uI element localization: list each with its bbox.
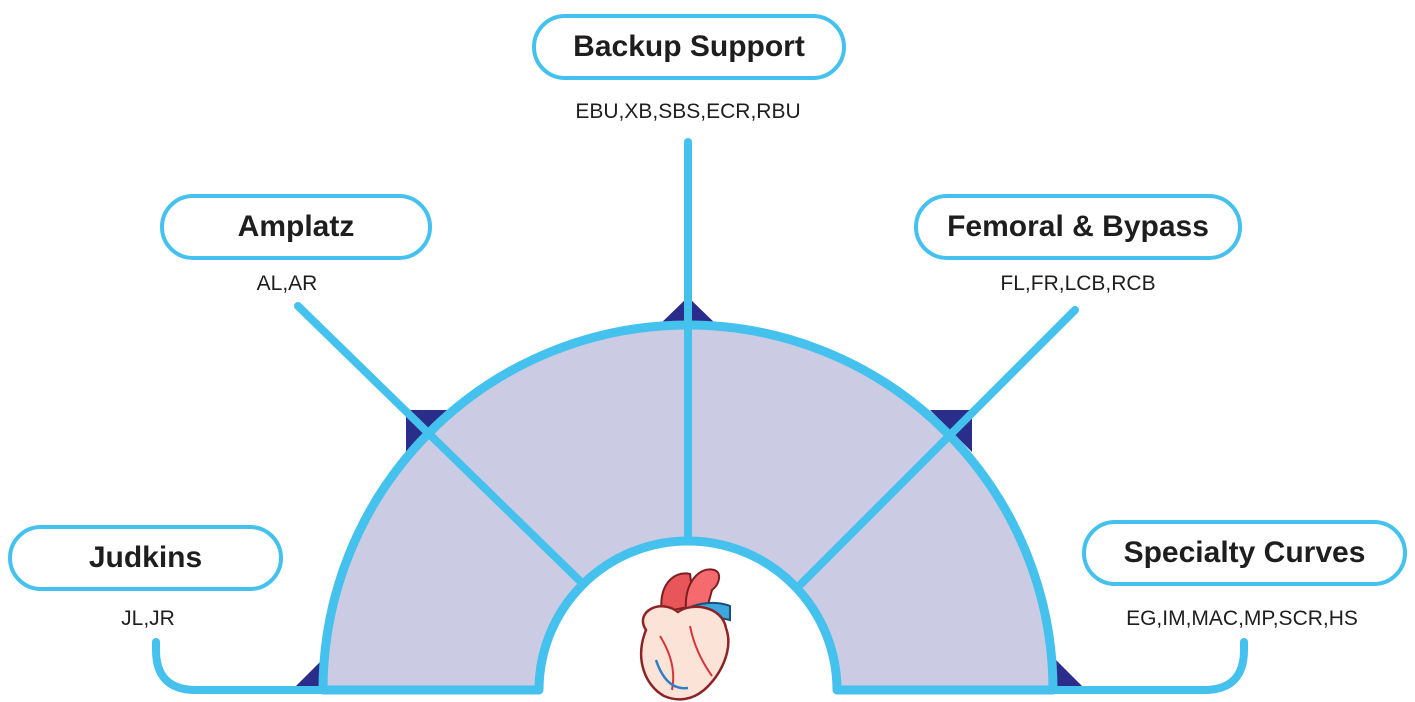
anatomical-heart-icon xyxy=(639,568,731,701)
spoke-femoral-bypass xyxy=(797,306,1079,588)
category-title: Judkins xyxy=(88,541,203,574)
category-codes-specialty-curves: EG,IM,MAC,MP,SCR,HS xyxy=(1126,607,1358,630)
category-codes-backup-support: EBU,XB,SBS,ECR,RBU xyxy=(575,100,801,123)
category-title: Backup Support xyxy=(573,30,805,63)
heart-body xyxy=(639,605,730,701)
category-pill-specialty-curves: Specialty Curves xyxy=(1082,520,1407,586)
connector-judkins xyxy=(152,638,327,694)
spoke-amplatz xyxy=(294,302,587,588)
connector-specialty-curves xyxy=(1049,638,1248,694)
category-pill-amplatz: Amplatz xyxy=(160,194,432,260)
category-pill-judkins: Judkins xyxy=(8,525,283,591)
category-title: Femoral & Bypass xyxy=(947,210,1209,243)
category-pill-backup-support: Backup Support xyxy=(532,14,846,80)
category-codes-amplatz: AL,AR xyxy=(256,272,318,295)
accent-triangle-bottom-left xyxy=(292,660,322,690)
category-codes-judkins: JL,JR xyxy=(121,607,175,630)
category-title: Amplatz xyxy=(237,210,355,243)
category-title: Specialty Curves xyxy=(1123,536,1366,569)
accent-triangle-bottom-right xyxy=(1056,660,1086,690)
spokes xyxy=(152,138,1248,694)
category-pill-femoral-bypass: Femoral & Bypass xyxy=(914,194,1242,260)
heart-coronary-blue xyxy=(654,659,689,690)
category-codes-femoral-bypass: FL,FR,LCB,RCB xyxy=(1000,272,1156,295)
heart-aorta xyxy=(684,568,720,614)
